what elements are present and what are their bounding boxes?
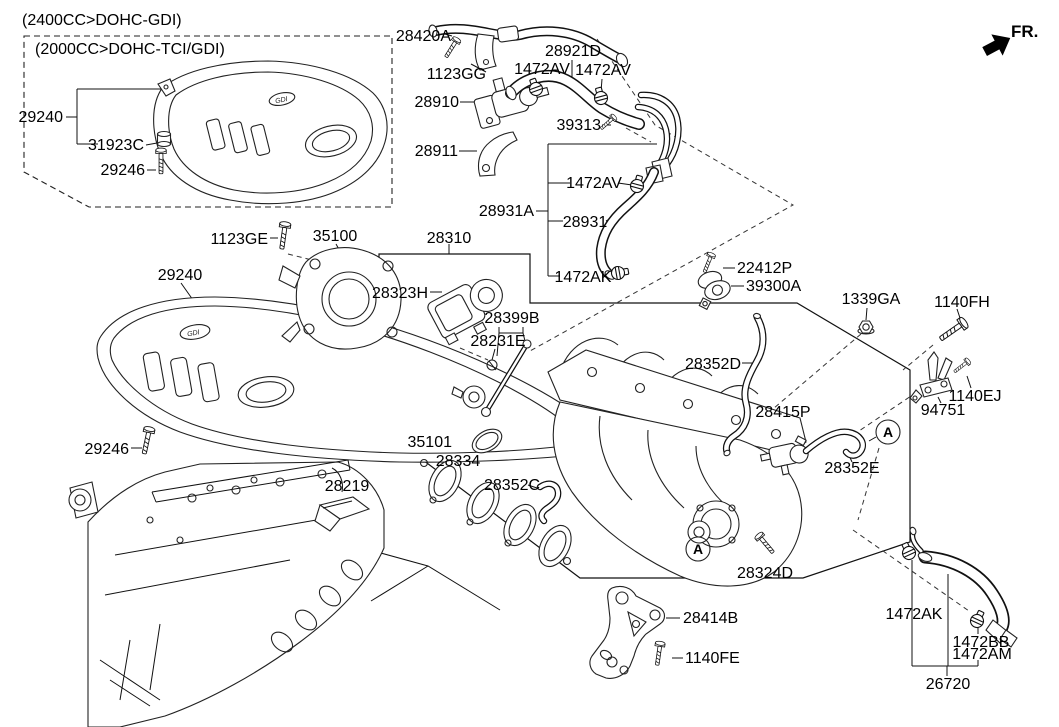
- bracket-28414b: [589, 585, 666, 679]
- part-label-29240-top[interactable]: 29240: [19, 109, 64, 126]
- part-label-28415p[interactable]: 28415P: [755, 404, 810, 421]
- part-label-31923c[interactable]: 31923C: [88, 137, 144, 154]
- part-label-1472am[interactable]: 1472AM: [952, 646, 1012, 663]
- part-label-28910[interactable]: 28910: [415, 94, 460, 111]
- variant-title-2000: (2000CC>DOHC-TCI/GDI): [35, 41, 225, 58]
- gdi-badge-bottom: GDI: [187, 329, 201, 338]
- part-label-1140fh[interactable]: 1140FH: [934, 294, 990, 311]
- part-label-1140fe[interactable]: 1140FE: [685, 650, 740, 667]
- hose-28921d: [505, 70, 645, 130]
- part-label-28323h[interactable]: 28323H: [372, 285, 428, 302]
- fr-label: FR.: [1011, 22, 1038, 41]
- part-label-28352d[interactable]: 28352D: [685, 356, 741, 373]
- part-label-28931a[interactable]: 28931A: [479, 203, 534, 220]
- part-label-39313[interactable]: 39313: [557, 117, 602, 134]
- svg-text:A: A: [693, 541, 703, 557]
- bracket-94751: [909, 351, 953, 404]
- part-label-28420a[interactable]: 28420A: [396, 28, 451, 45]
- part-label-28931[interactable]: 28931: [563, 214, 608, 231]
- connector-marker-a-hose: A: [875, 419, 901, 445]
- part-label-28324d[interactable]: 28324D: [737, 565, 793, 582]
- fr-arrow-icon: [982, 34, 1011, 56]
- purge-pipe-assembly: [428, 23, 629, 71]
- engine-block-illustration: [68, 459, 385, 727]
- part-label-1140ej[interactable]: 1140EJ: [948, 388, 1001, 405]
- part-label-1472bb[interactable]: 1472BB: [953, 634, 1010, 651]
- variant-title-2400: (2400CC>DOHC-GDI): [22, 12, 182, 29]
- hose-26720: [898, 526, 1018, 648]
- part-label-29246-top[interactable]: 29246: [101, 162, 146, 179]
- part-label-1472av-1[interactable]: 1472AV: [514, 61, 570, 78]
- part-label-1472av-2[interactable]: 1472AV: [575, 62, 631, 79]
- part-label-28219[interactable]: 28219: [325, 478, 370, 495]
- part-label-28414b[interactable]: 28414B: [683, 610, 738, 627]
- bolt-22412p: [700, 251, 717, 275]
- part-label-1472av-3[interactable]: 1472AV: [566, 175, 622, 192]
- part-label-28352e[interactable]: 28352E: [824, 460, 879, 477]
- valve-28415p: [759, 435, 809, 476]
- sensor-39300a: [697, 270, 731, 311]
- part-label-94751[interactable]: 94751: [921, 402, 966, 419]
- clamp-1472bb: [967, 608, 988, 631]
- part-label-28231e[interactable]: 28231E: [470, 333, 525, 350]
- part-label-29246-bottom[interactable]: 29246: [85, 441, 130, 458]
- gasket-35101: [471, 428, 503, 454]
- nut-1339ga: [857, 320, 875, 335]
- part-label-28352c[interactable]: 28352C: [484, 477, 540, 494]
- pipe-28352c: [536, 480, 562, 525]
- part-label-39300a[interactable]: 39300A: [746, 278, 801, 295]
- part-label-22412p[interactable]: 22412P: [737, 260, 792, 277]
- gdi-badge-top: GDI: [275, 96, 289, 105]
- bolt-1140fe: [651, 640, 666, 667]
- part-label-28334[interactable]: 28334: [436, 453, 481, 470]
- part-label-28399b[interactable]: 28399B: [484, 310, 539, 327]
- part-label-1339ga[interactable]: 1339GA: [842, 291, 901, 308]
- connector-marker-a-manifold: A: [685, 536, 711, 562]
- part-label-28921d[interactable]: 28921D: [545, 43, 601, 60]
- part-label-1123gg[interactable]: 1123GG: [427, 66, 486, 83]
- grommet-31923c: [156, 130, 172, 148]
- bolt-1140fh: [936, 315, 971, 345]
- part-label-1472ak-2[interactable]: 1472AK: [886, 606, 943, 623]
- diagram-labels: (2400CC>DOHC-GDI) (2000CC>DOHC-TCI/GDI) …: [19, 12, 1039, 693]
- bolt-1140ej: [951, 356, 972, 376]
- purge-valve-28910: [473, 77, 550, 129]
- variant-dashed-box: [23, 35, 393, 208]
- rod-and-clip-cluster: [451, 339, 532, 418]
- engine-cover-illustration-top: GDI: [153, 60, 388, 205]
- vapor-tubes: [595, 91, 682, 282]
- part-label-35100[interactable]: 35100: [313, 228, 358, 245]
- bolt-1123ge: [275, 220, 292, 251]
- clamp-1472ak-bracket: [609, 264, 631, 282]
- hose-28352e: [802, 428, 866, 459]
- part-label-28911[interactable]: 28911: [415, 143, 458, 160]
- throttle-body-35100: [278, 247, 402, 350]
- bolt-29246-bottom: [138, 425, 156, 456]
- part-label-1472ak-1[interactable]: 1472AK: [555, 269, 612, 286]
- part-label-35101[interactable]: 35101: [408, 434, 453, 451]
- valve-bracket-28911: [477, 131, 518, 177]
- part-label-28310[interactable]: 28310: [427, 230, 472, 247]
- svg-text:A: A: [883, 424, 893, 440]
- plate-28219: [314, 496, 371, 532]
- actuator-28323h: [427, 278, 503, 346]
- part-label-1123ge[interactable]: 1123GE: [210, 231, 268, 248]
- hose-28352d: [722, 312, 767, 457]
- part-label-29240-bottom[interactable]: 29240: [158, 267, 203, 284]
- gasket-28334: [419, 458, 572, 568]
- part-label-26720[interactable]: 26720: [926, 676, 971, 693]
